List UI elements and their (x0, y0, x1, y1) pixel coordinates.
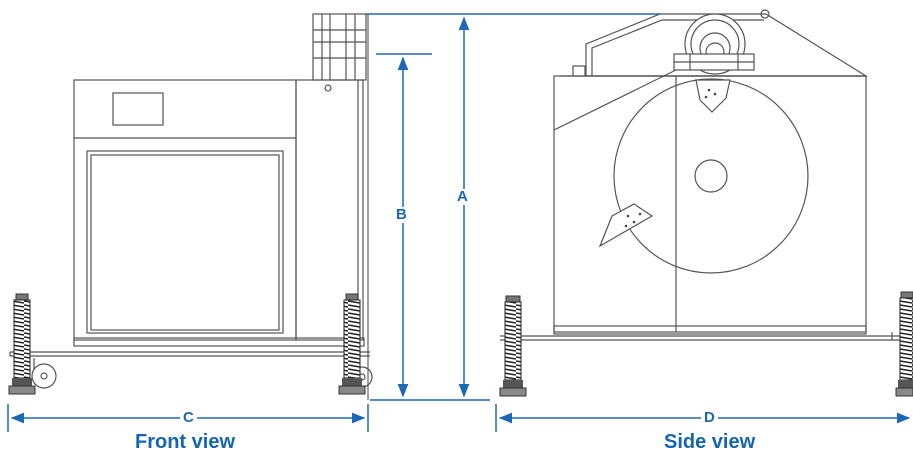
side-view-drawing (500, 9, 912, 341)
dimension-b-label: B (393, 207, 410, 223)
dimension-c-label: C (180, 410, 197, 426)
leveling-foot-icon (499, 295, 527, 397)
leveling-foot-icon (8, 293, 36, 395)
side-cutter-top (695, 79, 731, 113)
front-view-caption: Front view (135, 431, 236, 453)
dimension-a-label: A (454, 189, 471, 205)
side-cabinet (553, 75, 867, 333)
cutter-holes (624, 88, 717, 228)
caster-wheel-icon (31, 358, 57, 389)
dimension-d-label: D (701, 410, 718, 426)
front-door-outer (86, 150, 284, 334)
leveling-foot-icon (338, 293, 366, 395)
side-paper-roll (613, 78, 809, 274)
front-side-column (295, 79, 364, 341)
front-display-panel (112, 92, 164, 126)
side-top-roller (673, 13, 755, 75)
leveling-foot-icon (895, 291, 913, 397)
front-base-frame (73, 337, 365, 347)
dimension-lines (7, 13, 911, 432)
side-base-frame (553, 325, 867, 335)
front-door-inner (90, 154, 280, 331)
side-view-caption: Side view (664, 431, 756, 453)
front-cabinet (73, 79, 297, 341)
front-view-drawing (9, 13, 373, 400)
